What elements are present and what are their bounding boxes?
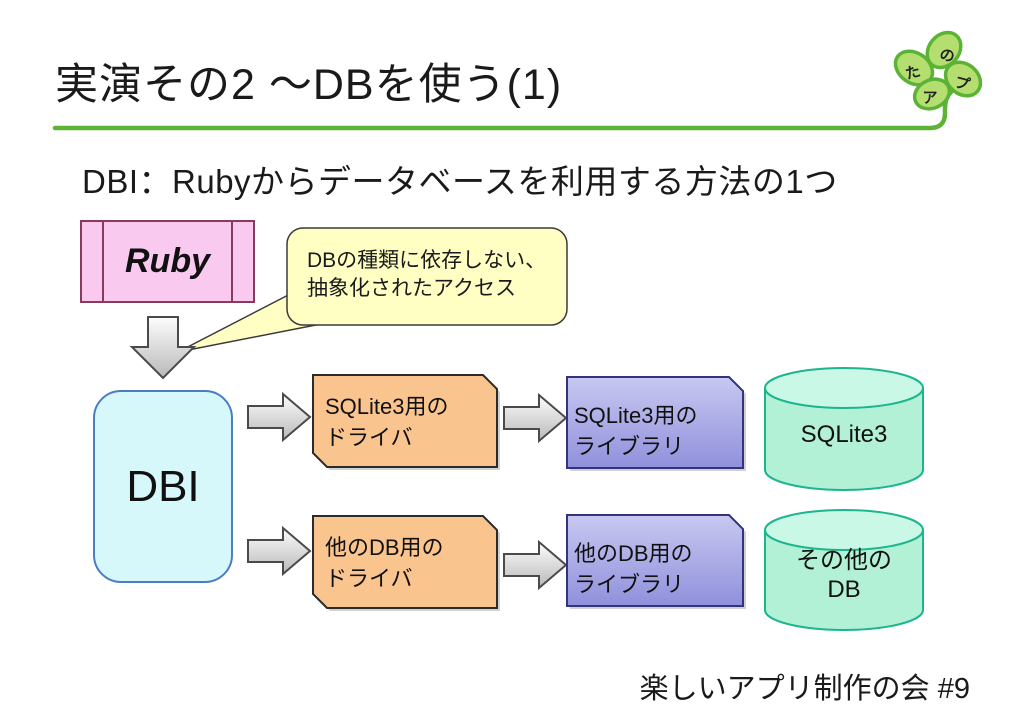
sqlite-db-cylinder-top [764,367,924,409]
sqlite-library-line1: SQLite3用の [574,403,698,428]
other-db-label: その他の DB [765,546,923,604]
clover-logo: た の ア プ [893,30,983,111]
clover-leaf-top [925,30,963,70]
sqlite-driver-line1: SQLite3用の [325,394,449,419]
clover-leaf-right [943,60,983,98]
sqlite-driver-label: SQLite3用の ドライバ [325,391,449,453]
other-library-box [566,514,746,609]
sqlite-library-label: SQLite3用の ライブラリ [574,400,698,462]
other-db-cylinder [764,509,924,631]
sqlite-driver-box-shape [312,374,498,468]
slide-title: 実演その2 〜DBを使う(1) [55,61,563,109]
arrow-other-driver-to-library [503,539,568,591]
ruby-label: Ruby [125,242,210,280]
other-library-label: 他のDB用の ライブラリ [574,538,693,600]
other-db-line1: その他の [796,547,892,574]
arrow-sqlite-driver-to-library [503,392,568,444]
other-library-box-shape [566,514,744,607]
other-library-line2: ライブラリ [574,572,685,597]
clover-char-ta: た [904,63,923,83]
clover-char-no: の [938,46,957,66]
arrow-dbi-to-sqlite-driver [247,391,312,443]
slide-footer: 楽しいアプリ制作の会 #9 [639,673,970,705]
sqlite-library-box [566,376,746,471]
callout-body [286,227,568,326]
other-driver-label: 他のDB用の ドライバ [325,532,444,594]
sqlite-db-cylinder-body [764,387,924,491]
sqlite-db-label: SQLite3 [800,421,888,448]
sqlite-library-box-shape [566,376,744,469]
other-library-line1: 他のDB用の [574,541,693,566]
other-driver-box [312,515,500,611]
other-db-cylinder-body [764,529,924,631]
other-db-cylinder-top [764,509,924,551]
ruby-box-left-bar [102,222,104,301]
sqlite-db-cylinder [764,367,924,491]
clover-char-a: ア [922,90,937,107]
dbi-label: DBI [126,461,200,511]
sqlite-library-line2: ライブラリ [574,434,685,459]
callout-balloon [177,227,568,353]
arrow-ruby-to-dbi [129,316,197,380]
dbi-box: DBI [93,390,233,583]
callout-line1: DBの種類に依存しない、 [307,249,547,272]
ruby-box-right-bar [231,222,233,301]
other-driver-line2: ドライバ [325,566,413,591]
sqlite-driver-line2: ドライバ [325,425,413,450]
callout-text: DBの種類に依存しない、 抽象化されたアクセス [307,247,546,303]
arrow-dbi-to-other-driver [247,525,312,577]
other-db-line2: DB [827,576,861,603]
callout-line2: 抽象化されたアクセス [307,277,516,300]
clover-char-pu: プ [953,74,973,95]
other-driver-line1: 他のDB用の [325,535,444,560]
sqlite-driver-box [312,374,500,470]
other-driver-box-shape [312,515,498,609]
slide-subtitle: DBI：Rubyからデータベースを利用する方法の1つ [82,163,838,200]
ruby-box: Ruby [80,220,255,303]
